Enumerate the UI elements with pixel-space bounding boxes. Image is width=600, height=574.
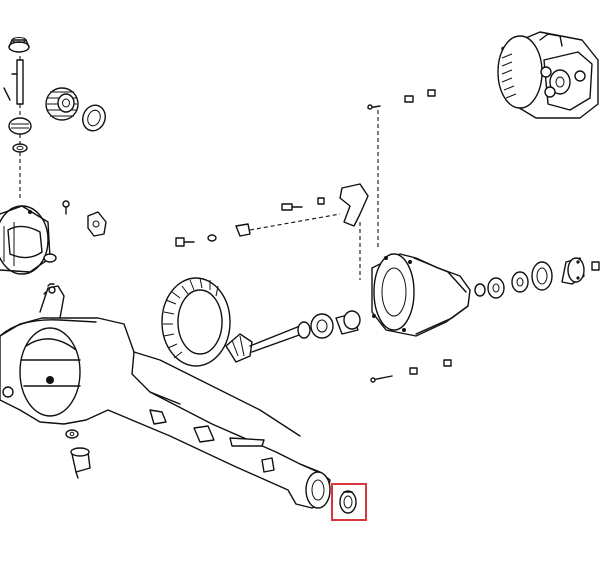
- flange-bearing-b: [487, 277, 505, 299]
- roller-bearing-left: [8, 117, 32, 135]
- flange-bearing-a: [474, 283, 486, 297]
- breather-nut: [65, 429, 79, 439]
- fill-plug-bolt: [70, 447, 91, 479]
- drain-plug: [2, 386, 14, 398]
- planet-gear-small: [45, 87, 79, 121]
- bolt-middle-a: [281, 203, 303, 211]
- highlighted-seal-bushing[interactable]: [331, 483, 367, 521]
- left-small-parts-group: [3, 37, 32, 198]
- ring-gear: [161, 277, 231, 367]
- flange-nut: [591, 261, 600, 271]
- bearing-cap-clamp: [339, 183, 369, 227]
- flange-seal: [531, 261, 553, 291]
- screw-small-a: [62, 200, 70, 215]
- bracket-clip: [87, 211, 107, 237]
- flange-bearing-c: [511, 271, 529, 293]
- adjuster-bracket: [235, 223, 251, 237]
- oil-seal-ring: [82, 104, 106, 132]
- differential-case-left: [0, 205, 57, 275]
- nut-right-a: [404, 95, 414, 103]
- nut-bottom-b: [443, 359, 452, 367]
- nut-bottom-a: [409, 367, 418, 375]
- pinion-bearing-a: [297, 321, 311, 339]
- nut-middle-a: [317, 197, 325, 205]
- differential-carrier-housing: [371, 253, 471, 337]
- companion-flange: [561, 257, 585, 285]
- washer-middle: [207, 234, 217, 242]
- highlight-box[interactable]: [331, 483, 367, 521]
- pinion-gear: [225, 325, 303, 363]
- nut-right-b: [427, 89, 436, 97]
- collapsible-spacer: [335, 310, 361, 335]
- washer-left: [12, 143, 28, 153]
- differential-carrier-top-right: [497, 31, 599, 119]
- cone-washer-top: [8, 37, 30, 53]
- pinion-bearing-b: [310, 313, 334, 339]
- stud-bottom: [370, 375, 393, 383]
- axle-housing: [0, 283, 331, 509]
- bolt-middle-b: [175, 237, 195, 247]
- pin-top: [11, 59, 24, 105]
- stud-bolt-right: [367, 104, 381, 110]
- small-spring-clip: [3, 87, 11, 101]
